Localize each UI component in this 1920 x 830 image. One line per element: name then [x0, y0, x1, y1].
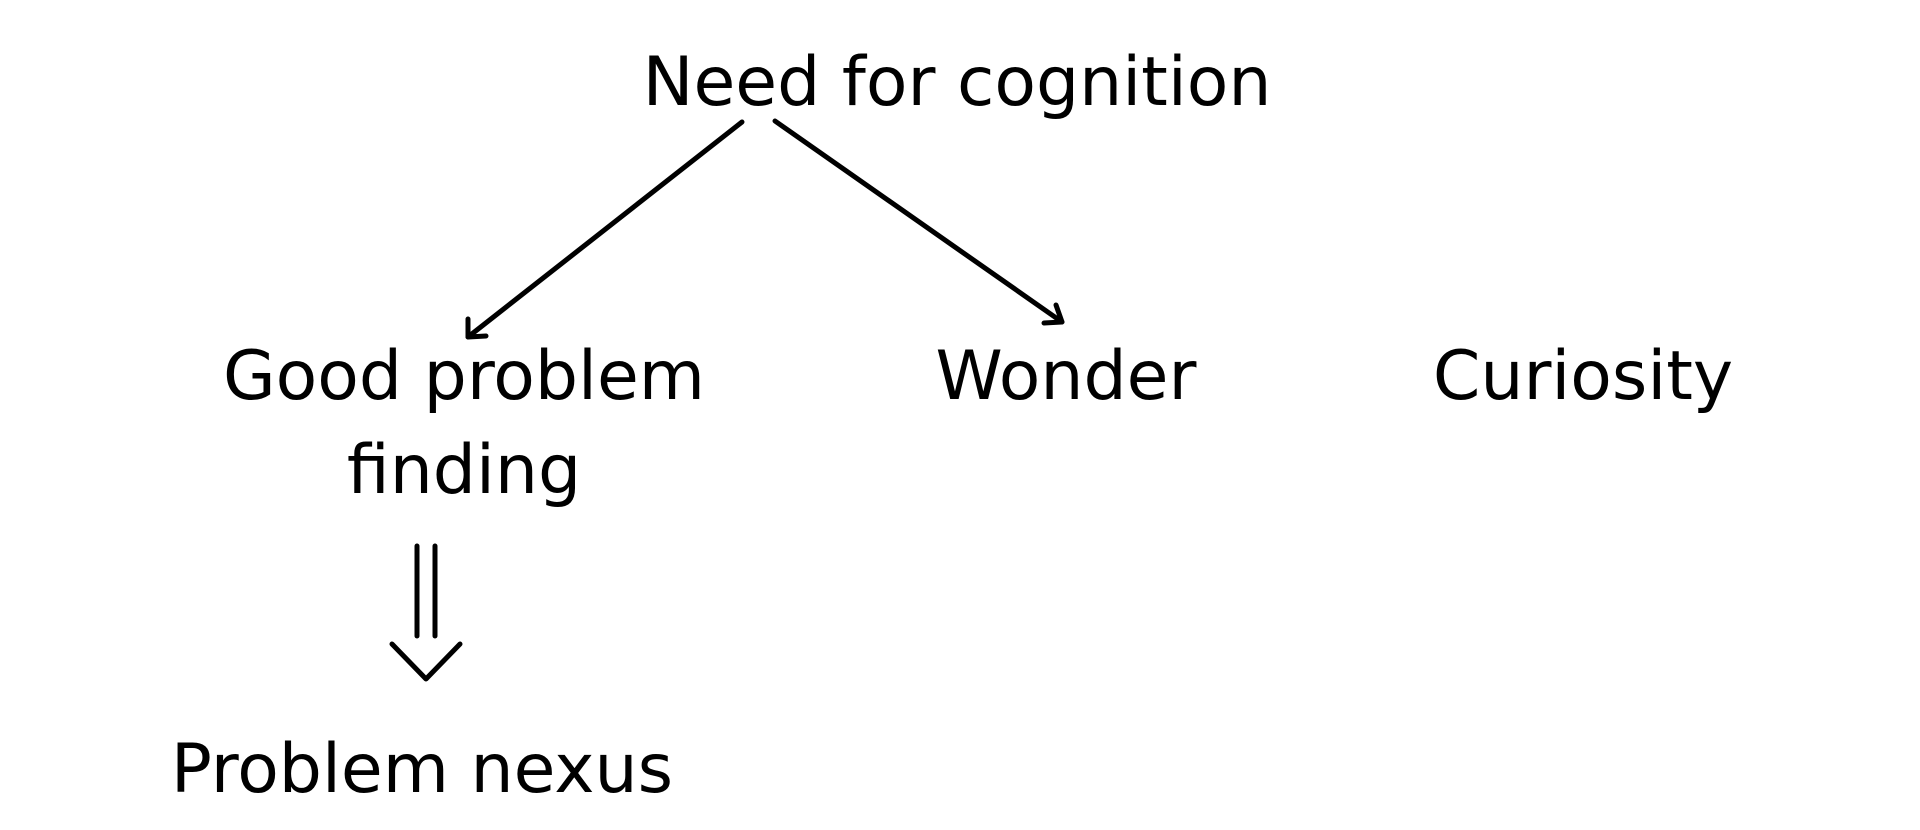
node-label: Curiosity [1432, 337, 1734, 416]
double-arrow-good-to-nexus [389, 543, 463, 682]
node-problem-nexus: Problem nexus [171, 723, 673, 817]
node-label-line-1: Good problem [222, 337, 706, 416]
node-curiosity: Curiosity [1433, 330, 1733, 424]
node-good-problem-finding: Good problem finding [223, 330, 705, 518]
node-need-for-cognition: Need for cognition [643, 36, 1272, 130]
node-label-line-2: finding [346, 431, 582, 510]
node-wonder: Wonder [936, 330, 1197, 424]
node-label: Wonder [935, 337, 1197, 416]
node-label: Need for cognition [642, 43, 1272, 122]
arrow-root-to-good-problem-finding [465, 119, 745, 340]
node-label: Problem nexus [170, 730, 674, 809]
arrow-root-to-wonder [772, 118, 1065, 326]
